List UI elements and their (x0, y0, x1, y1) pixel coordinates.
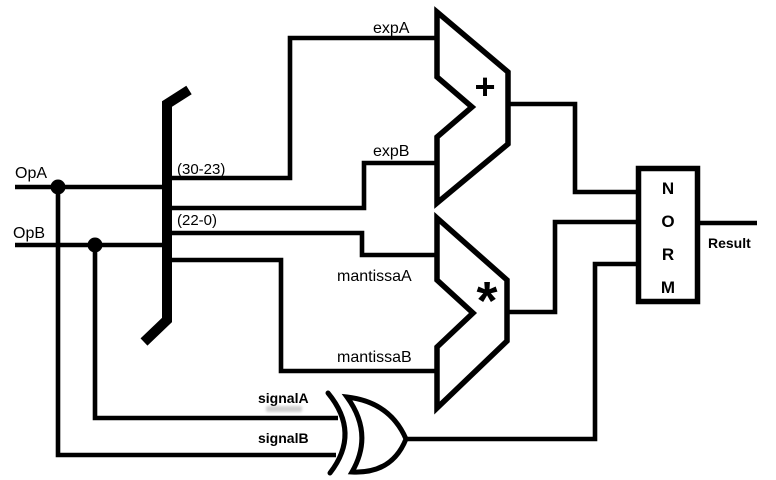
wire-multiplier-out (507, 219, 638, 315)
norm-letter-r: R (662, 245, 674, 264)
norm-block (635, 165, 701, 305)
adder-plus-symbol: + (474, 66, 495, 107)
exp-b-label: expB (373, 143, 409, 160)
wire-xor-out (406, 261, 638, 442)
wire-exp-a (170, 35, 437, 181)
norm-letter-n: N (662, 179, 674, 198)
xor-gate (325, 390, 409, 476)
exp-a-label: expA (373, 20, 410, 37)
wire-mantissa-a (170, 230, 437, 258)
bus-exponent-range-label: (30-23) (177, 161, 225, 178)
wire-mantissa-b (170, 257, 437, 374)
erased-label-artifact (266, 406, 302, 412)
wire-adder-out (508, 101, 638, 195)
op-a-label: OpA (15, 165, 47, 182)
multiplier-star-symbol: * (476, 271, 497, 331)
wire-signal-b (55, 187, 336, 458)
mantissa-a-label: mantissaA (337, 268, 412, 285)
bus-mantissa-range-label: (22-0) (177, 212, 217, 229)
xor-input-arc (325, 390, 348, 476)
signal-a-label: signalA (258, 390, 309, 406)
op-b-label: OpB (13, 225, 45, 242)
xor-body (341, 393, 409, 475)
bus-splitter-bar (140, 85, 192, 346)
mantissa-b-label: mantissaB (337, 349, 412, 366)
wire-exp-b (170, 160, 437, 211)
norm-letter-m: M (661, 278, 675, 297)
adder-block (434, 6, 511, 209)
signal-b-label: signalB (258, 430, 309, 446)
junction-dot-op-b (87, 237, 103, 253)
junction-dot-op-a (50, 179, 66, 195)
norm-letter-o: O (661, 212, 674, 231)
multiplier-block (434, 211, 510, 415)
result-label: Result (708, 235, 751, 251)
wire-signal-a (92, 245, 338, 421)
